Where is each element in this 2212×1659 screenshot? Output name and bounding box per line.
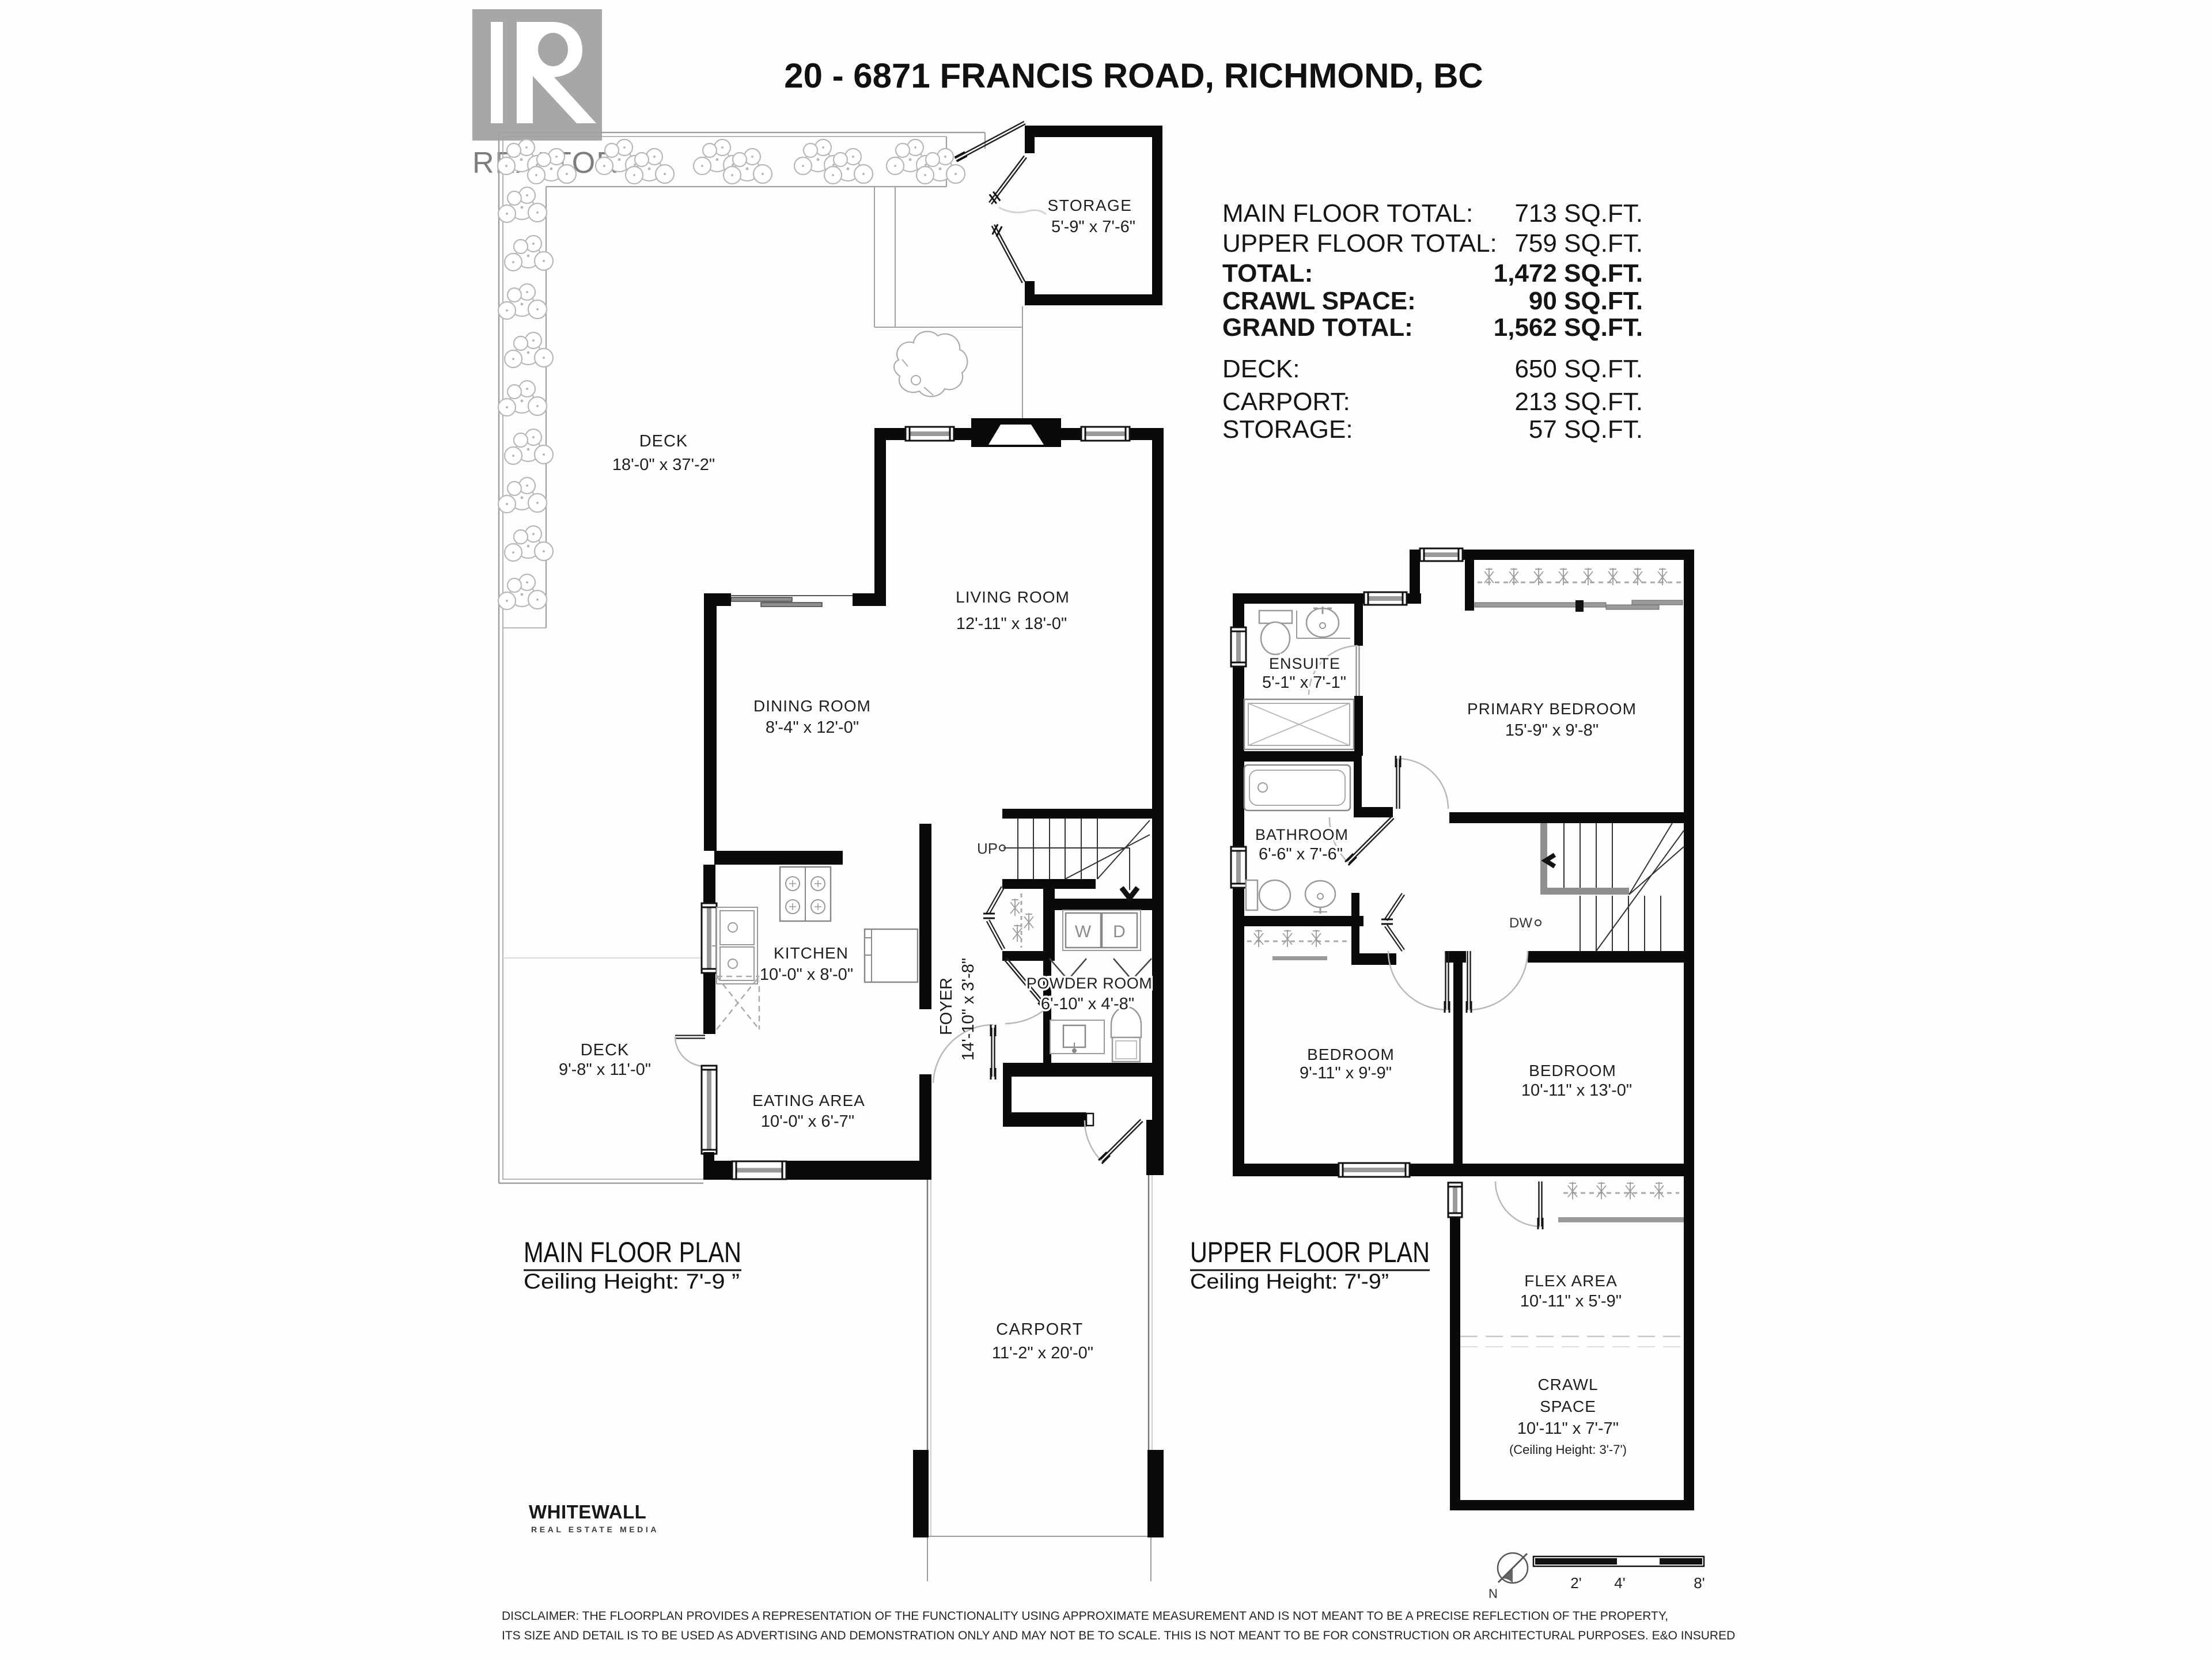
svg-text:BEDROOM: BEDROOM (1307, 1046, 1395, 1063)
svg-text:213 SQ.FT.: 213 SQ.FT. (1514, 388, 1643, 416)
svg-text:GRAND TOTAL:: GRAND TOTAL: (1222, 313, 1413, 342)
svg-text:DISCLAIMER: THE FLOORPLAN PROV: DISCLAIMER: THE FLOORPLAN PROVIDES A REP… (502, 1609, 1668, 1623)
svg-text:ITS SIZE AND DETAIL IS TO BE U: ITS SIZE AND DETAIL IS TO BE USED AS ADV… (502, 1629, 1735, 1642)
svg-text:57 SQ.FT.: 57 SQ.FT. (1529, 415, 1643, 444)
svg-text:14'-10" x 3'-8": 14'-10" x 3'-8" (959, 958, 978, 1060)
svg-text:N: N (1488, 1586, 1498, 1601)
svg-text:REAL ESTATE MEDIA: REAL ESTATE MEDIA (531, 1525, 659, 1534)
svg-text:12'-11" x 18'-0": 12'-11" x 18'-0" (956, 615, 1067, 633)
svg-text:10'-11" x 5'-9": 10'-11" x 5'-9" (1520, 1292, 1622, 1310)
svg-text:EATING AREA: EATING AREA (752, 1092, 865, 1109)
svg-text:SPACE: SPACE (1540, 1397, 1596, 1415)
svg-text:1,472 SQ.FT.: 1,472 SQ.FT. (1494, 259, 1643, 287)
svg-text:CRAWL: CRAWL (1537, 1376, 1598, 1393)
svg-text:Ceiling Height: 7'-9 ”: Ceiling Height: 7'-9 ” (524, 1270, 740, 1293)
svg-text:LIVING ROOM: LIVING ROOM (956, 588, 1070, 606)
svg-text:5'-1" x 7'-1": 5'-1" x 7'-1" (1262, 673, 1346, 692)
svg-text:DECK: DECK (581, 1041, 630, 1059)
svg-text:6'-6" x 7'-6": 6'-6" x 7'-6" (1259, 845, 1343, 863)
svg-text:WHITEWALL: WHITEWALL (529, 1501, 646, 1522)
svg-text:CARPORT: CARPORT (996, 1320, 1084, 1339)
svg-text:BEDROOM: BEDROOM (1529, 1062, 1616, 1080)
svg-text:5'-9" x 7'-6": 5'-9" x 7'-6" (1051, 218, 1135, 236)
svg-text:KITCHEN: KITCHEN (774, 944, 849, 962)
svg-text:POWDER ROOM: POWDER ROOM (1027, 975, 1153, 992)
svg-text:9'-8" x 11'-0": 9'-8" x 11'-0" (559, 1060, 651, 1079)
svg-text:2': 2' (1570, 1574, 1581, 1592)
svg-text:MAIN FLOOR PLAN: MAIN FLOOR PLAN (524, 1236, 741, 1268)
svg-text:90 SQ.FT.: 90 SQ.FT. (1529, 287, 1643, 315)
svg-text:759 SQ.FT.: 759 SQ.FT. (1514, 229, 1643, 257)
svg-text:CRAWL SPACE:: CRAWL SPACE: (1222, 287, 1416, 315)
svg-text:8': 8' (1694, 1574, 1705, 1592)
svg-text:FOYER: FOYER (937, 978, 956, 1035)
svg-text:DECK: DECK (639, 432, 688, 450)
svg-text:650 SQ.FT.: 650 SQ.FT. (1514, 355, 1643, 383)
svg-text:11'-2" x 20'-0": 11'-2" x 20'-0" (992, 1344, 1093, 1362)
svg-text:DINING ROOM: DINING ROOM (753, 697, 871, 715)
svg-text:Ceiling Height: 7'-9”: Ceiling Height: 7'-9” (1190, 1270, 1389, 1293)
svg-text:D: D (1113, 922, 1126, 941)
svg-text:713 SQ.FT.: 713 SQ.FT. (1514, 199, 1643, 228)
svg-text:10'-0" x 8'-0": 10'-0" x 8'-0" (760, 965, 853, 984)
svg-text:10'-0" x 6'-7": 10'-0" x 6'-7" (761, 1112, 854, 1131)
svg-text:UPPER FLOOR PLAN: UPPER FLOOR PLAN (1190, 1236, 1430, 1268)
svg-text:UP: UP (977, 840, 998, 857)
svg-text:18'-0" x 37'-2": 18'-0" x 37'-2" (612, 456, 715, 474)
svg-text:PRIMARY BEDROOM: PRIMARY BEDROOM (1467, 700, 1637, 718)
svg-text:CARPORT:: CARPORT: (1222, 388, 1350, 416)
svg-text:6'-10" x 4'-8": 6'-10" x 4'-8" (1041, 995, 1134, 1013)
svg-text:(Ceiling Height: 3'-7'): (Ceiling Height: 3'-7') (1509, 1442, 1627, 1457)
svg-text:8'-4" x 12'-0": 8'-4" x 12'-0" (766, 718, 859, 737)
svg-text:4': 4' (1614, 1574, 1625, 1592)
svg-text:15'-9" x 9'-8": 15'-9" x 9'-8" (1505, 721, 1599, 740)
svg-text:9'-11" x 9'-9": 9'-11" x 9'-9" (1300, 1064, 1392, 1082)
svg-text:DW: DW (1509, 915, 1532, 931)
svg-text:STORAGE:: STORAGE: (1222, 415, 1353, 444)
svg-text:MAIN FLOOR TOTAL:: MAIN FLOOR TOTAL: (1222, 199, 1473, 228)
svg-text:ENSUITE: ENSUITE (1269, 655, 1340, 672)
svg-text:BATHROOM: BATHROOM (1255, 826, 1349, 843)
svg-text:10'-11" x 7'-7": 10'-11" x 7'-7" (1517, 1419, 1619, 1438)
svg-text:DECK:: DECK: (1222, 355, 1300, 383)
svg-text:W: W (1075, 922, 1092, 941)
svg-text:20 - 6871 FRANCIS ROAD, RICHMO: 20 - 6871 FRANCIS ROAD, RICHMOND, BC (784, 56, 1483, 95)
svg-text:1,562 SQ.FT.: 1,562 SQ.FT. (1494, 313, 1643, 342)
svg-text:10'-11" x 13'-0": 10'-11" x 13'-0" (1521, 1081, 1632, 1100)
svg-text:FLEX AREA: FLEX AREA (1524, 1272, 1618, 1290)
svg-text:UPPER FLOOR TOTAL:: UPPER FLOOR TOTAL: (1222, 229, 1497, 257)
svg-text:TOTAL:: TOTAL: (1222, 259, 1313, 287)
svg-text:STORAGE: STORAGE (1048, 196, 1132, 214)
